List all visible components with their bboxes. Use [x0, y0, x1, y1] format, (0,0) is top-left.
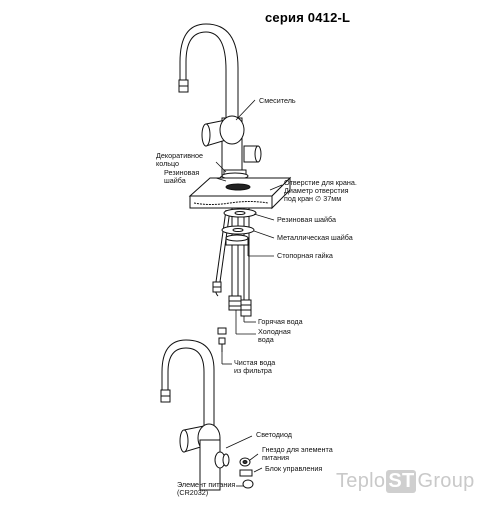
battery-parts	[239, 457, 254, 489]
label-clean-water: Чистая вода из фильтра	[234, 358, 276, 375]
label-hot-water: Горячая вода	[258, 317, 303, 326]
label-mixer: Смеситель	[259, 96, 296, 105]
washer-stack	[221, 208, 257, 246]
label-battery-socket: Гнездо для элемента питания	[262, 445, 333, 462]
label-rubber-washer-top: Резиновая шайба	[164, 168, 200, 185]
label-metal-washer: Металлическая шайба	[277, 233, 353, 242]
label-control-unit: Блок управления	[265, 464, 323, 473]
countertop	[188, 176, 292, 210]
watermark-mid: ST	[386, 470, 417, 493]
hose-fittings	[212, 281, 252, 317]
label-cold-water: Холодная вода	[258, 327, 291, 344]
label-stop-nut: Стопорная гайка	[277, 251, 333, 260]
faucet-spout	[178, 23, 239, 144]
label-battery: Элемент питания (CR2032)	[177, 480, 236, 497]
lower-faucet	[160, 339, 230, 491]
watermark-left: Teplo	[336, 470, 386, 492]
label-led: Светодиод	[256, 430, 292, 439]
label-hole: Отверстие для крана. Диаметр отверстия п…	[284, 178, 357, 203]
leader-lines	[215, 99, 283, 487]
label-deco-ring: Декоративное кольцо	[156, 151, 204, 168]
series-title: серия 0412-L	[265, 10, 351, 25]
label-rubber-washer: Резиновая шайба	[277, 215, 336, 224]
faucet-body	[201, 115, 262, 182]
watermark-right: Group	[417, 470, 475, 492]
clean-water-fitting	[217, 327, 227, 352]
